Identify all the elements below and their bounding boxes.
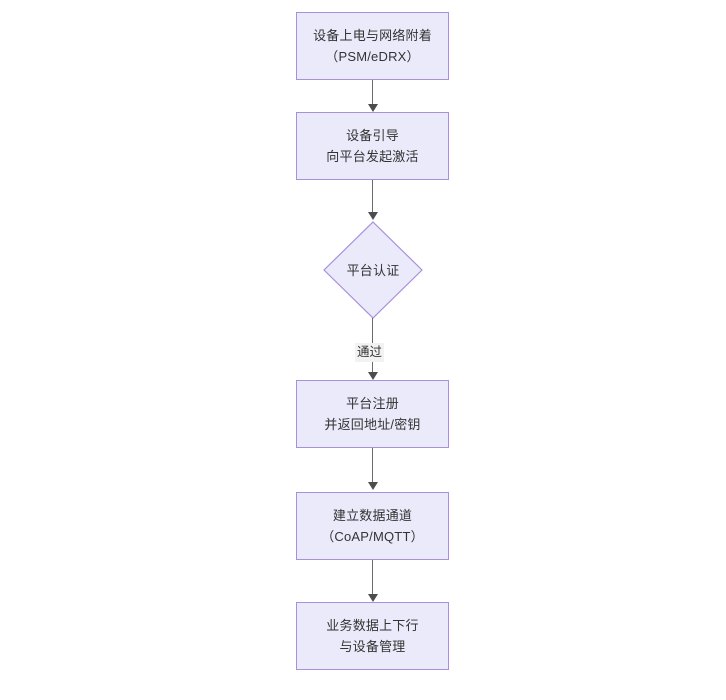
node-power-on-line-2: （PSM/eDRX） [325, 49, 420, 64]
node-platform-auth[interactable]: 平台认证 [323, 221, 423, 319]
node-power-on[interactable]: 设备上电与网络附着 （PSM/eDRX） [296, 12, 449, 80]
node-business-data[interactable]: 业务数据上下行 与设备管理 [296, 602, 449, 670]
node-platform-register-line-2: 并返回地址/密钥 [324, 417, 421, 432]
connector-channel-to-business [372, 560, 373, 596]
arrowhead-platform-auth [368, 212, 378, 220]
node-platform-register-line-1: 平台注册 [346, 396, 399, 411]
arrowhead-data-channel [368, 482, 378, 490]
diamond-shape [323, 221, 423, 319]
node-data-channel-line-1: 建立数据通道 [332, 508, 413, 523]
node-bootstrap-line-2: 向平台发起激活 [326, 149, 419, 164]
node-platform-register[interactable]: 平台注册 并返回地址/密钥 [296, 380, 449, 448]
arrowhead-bootstrap [368, 104, 378, 112]
arrowhead-business-data [368, 594, 378, 602]
connector-bootstrap-to-auth [372, 180, 373, 214]
node-business-data-line-1: 业务数据上下行 [326, 618, 419, 633]
node-power-on-line-1: 设备上电与网络附着 [313, 28, 432, 43]
arrowhead-platform-register [368, 372, 378, 380]
edge-label-pass: 通过 [355, 343, 385, 362]
node-bootstrap-line-1: 设备引导 [346, 128, 399, 143]
node-data-channel-line-2: （CoAP/MQTT） [321, 529, 424, 544]
connector-power-on-to-bootstrap [372, 80, 373, 106]
node-data-channel[interactable]: 建立数据通道 （CoAP/MQTT） [296, 492, 449, 560]
connector-register-to-channel [372, 448, 373, 484]
node-business-data-line-2: 与设备管理 [339, 639, 406, 654]
node-bootstrap[interactable]: 设备引导 向平台发起激活 [296, 112, 449, 180]
node-platform-auth-label: 平台认证 [346, 262, 400, 278]
